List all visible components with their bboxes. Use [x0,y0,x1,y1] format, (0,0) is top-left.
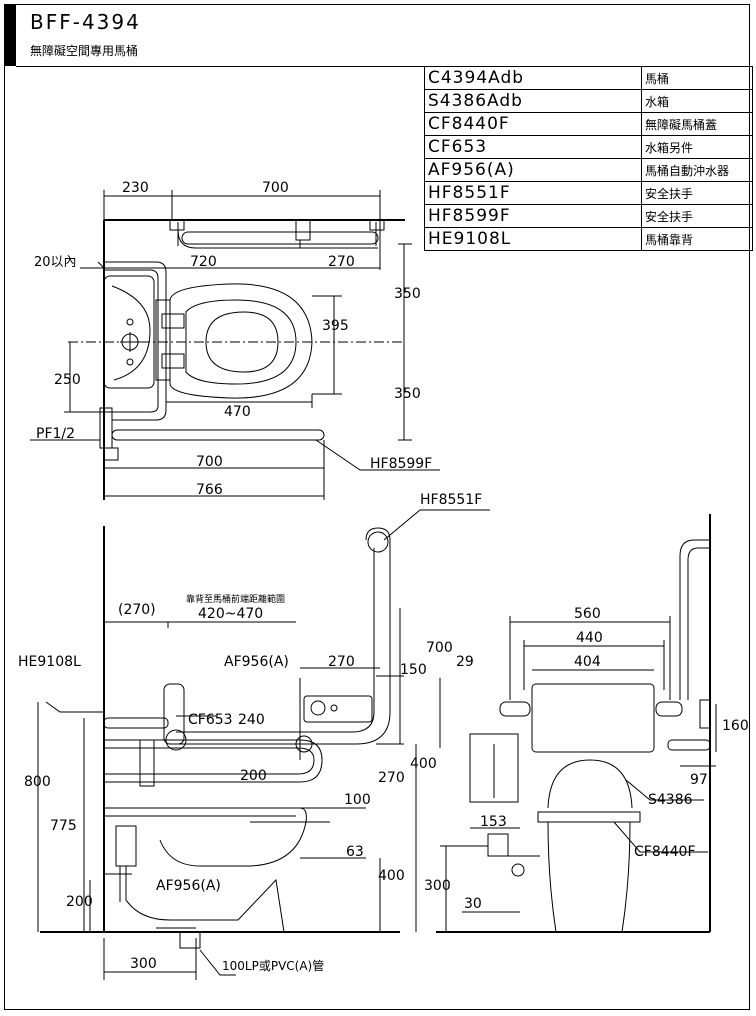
dim-label: 230 [122,180,149,196]
part-callout: 100LP或PVC(A)管 [222,958,324,973]
dim-label: 200 [66,894,93,910]
part-name: 安全扶手 [641,204,753,228]
dim-label: (270) [118,602,156,618]
dim-label: 560 [574,606,601,622]
part-code: S4386Adb [424,89,642,113]
dim-label: 350 [394,286,421,302]
dim-label: 270 [378,770,405,786]
dim-label: 400 [378,868,405,884]
part-name: 水箱 [641,89,753,113]
dim-label: 150 [400,662,427,678]
plan-dimension-labels: 230 700 720 270 20以內 350 395 250 350 470… [34,180,432,498]
note-label: 靠背至馬桶前端距離範圍 [186,593,285,605]
parts-row: AF956(A)馬桶自動沖水器 [424,158,753,182]
dim-label: 200 [240,768,267,784]
dim-label: 700 [196,454,223,470]
part-code: CF8440F [424,112,642,136]
dim-label: 775 [50,818,77,834]
drawing-frame [4,4,750,1010]
dim-label: 766 [196,482,223,498]
dim-label: 160 [722,718,749,734]
part-callout: CF8440F [634,844,696,860]
dim-label: 440 [576,630,603,646]
side-dimension-labels: HF8551F 靠背至馬桶前端距離範圍 (270) 420~470 HE9108… [18,492,482,973]
part-callout: HF8599F [370,456,432,472]
front-dimension-labels: 560 440 29 404 160 97 S4386 153 CF8440F … [424,606,749,912]
part-callout: AF956(A) [156,878,221,894]
product-subtitle: 無障礙空間專用馬桶 [30,44,139,58]
part-callout: AF956(A) [224,654,289,670]
dim-label: 30 [464,896,482,912]
dim-label: 400 [410,756,437,772]
part-code: HF8551F [424,181,642,205]
dim-label: 63 [346,844,364,860]
dim-label: 270 [328,254,355,270]
part-callout: S4386 [648,792,693,808]
part-code: AF956(A) [424,158,642,182]
dim-label: 240 [238,712,265,728]
part-code: HF8599F [424,204,642,228]
dim-label: 100 [344,792,371,808]
dim-label: 97 [690,772,708,788]
dim-label: 700 [262,180,289,196]
dim-label: 20以內 [34,255,77,270]
dim-label: 700 [426,640,453,656]
part-name: 水箱另件 [641,135,753,159]
part-callout: HF8551F [420,492,482,508]
dim-label: 720 [190,254,217,270]
part-name: 安全扶手 [641,181,753,205]
part-callout: CF653 [188,712,233,728]
part-code: HE9108L [424,227,642,251]
part-callout: HE9108L [18,654,81,670]
part-name: 馬桶自動沖水器 [641,158,753,182]
dim-label: 420~470 [198,606,263,622]
dim-label: 29 [456,654,474,670]
dim-label: 250 [54,372,81,388]
title-accent-bar [4,4,16,66]
part-name: 馬桶靠背 [641,227,753,251]
dim-label: 300 [130,956,157,972]
dim-label: 404 [574,654,601,670]
dim-label: 470 [224,404,251,420]
model-number: BFF-4394 [30,10,141,34]
dim-label: 395 [322,318,349,334]
dim-label: PF1/2 [36,426,75,442]
part-code: C4394Adb [424,66,642,90]
dim-label: 270 [328,654,355,670]
dim-label: 800 [24,774,51,790]
dim-label: 350 [394,386,421,402]
title-block: BFF-4394 無障礙空間專用馬桶 [16,4,750,67]
dim-label: 300 [424,878,451,894]
dim-label: 153 [480,814,507,830]
